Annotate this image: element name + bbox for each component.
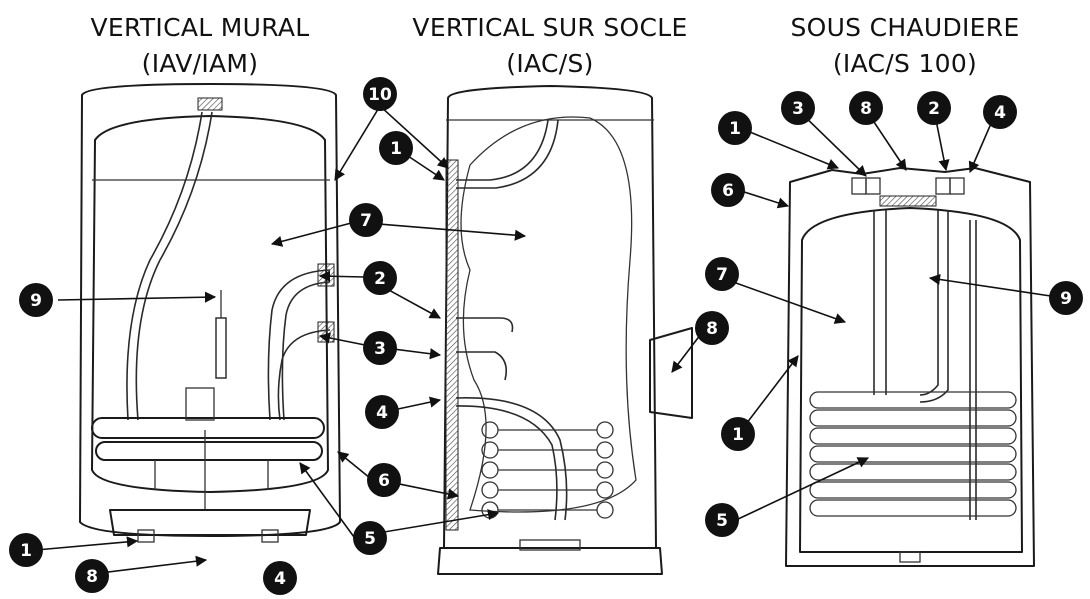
heater-socle xyxy=(437,85,693,575)
callout-badge: 7 xyxy=(349,203,383,237)
title-line1: SOUS CHAUDIERE xyxy=(790,13,1019,42)
svg-text:8: 8 xyxy=(860,99,872,119)
title-line2: (IAC/S) xyxy=(506,49,593,78)
callout-badge: 9 xyxy=(19,283,53,317)
svg-text:7: 7 xyxy=(716,265,728,285)
heater-mural xyxy=(79,83,341,543)
svg-text:5: 5 xyxy=(364,529,376,549)
panel-title-mural: VERTICAL MURAL (IAV/IAM) xyxy=(91,13,310,78)
callouts-socle: 1 4 8 xyxy=(365,131,729,429)
panel-title-chaudiere: SOUS CHAUDIERE (IAC/S 100) xyxy=(790,13,1019,78)
svg-text:8: 8 xyxy=(706,319,718,339)
title-line2: (IAV/IAM) xyxy=(142,49,259,78)
svg-text:1: 1 xyxy=(20,541,32,561)
svg-text:7: 7 xyxy=(360,211,372,231)
callout-badge: 10 xyxy=(363,77,397,111)
callout-badge: 7 xyxy=(705,257,739,291)
svg-text:4: 4 xyxy=(376,403,388,423)
svg-text:6: 6 xyxy=(378,471,390,491)
callout-badge: 6 xyxy=(711,173,745,207)
callout-badge: 1 xyxy=(9,533,43,567)
svg-text:10: 10 xyxy=(368,85,392,105)
callout-badge: 3 xyxy=(363,331,397,365)
callout-badge: 4 xyxy=(263,561,297,595)
callouts-mural: 10 9 7 2 3 6 5 1 8 4 xyxy=(9,77,401,595)
leader-lines xyxy=(35,105,1065,575)
callouts-chaudiere: 1 3 8 2 4 6 7 9 1 5 xyxy=(705,91,1083,537)
svg-text:3: 3 xyxy=(792,99,804,119)
svg-text:9: 9 xyxy=(1060,289,1072,309)
callout-badge: 2 xyxy=(363,261,397,295)
coil-chaudiere xyxy=(809,391,1017,517)
callout-badge: 1 xyxy=(379,131,413,165)
svg-text:1: 1 xyxy=(732,425,744,445)
svg-text:1: 1 xyxy=(729,119,741,139)
svg-text:6: 6 xyxy=(722,181,734,201)
callout-badge: 1 xyxy=(721,417,755,451)
callout-badge: 4 xyxy=(983,95,1017,129)
callout-badge: 1 xyxy=(718,111,752,145)
panel-title-socle: VERTICAL SUR SOCLE (IAC/S) xyxy=(412,13,687,78)
title-line1: VERTICAL SUR SOCLE xyxy=(412,13,687,42)
callout-badge: 5 xyxy=(705,503,739,537)
svg-text:4: 4 xyxy=(994,103,1006,123)
svg-text:1: 1 xyxy=(390,139,402,159)
svg-text:3: 3 xyxy=(374,339,386,359)
callout-badge: 9 xyxy=(1049,281,1083,315)
title-line1: VERTICAL MURAL xyxy=(91,13,310,42)
svg-text:2: 2 xyxy=(928,99,940,119)
callout-badge: 8 xyxy=(695,311,729,345)
callout-badge: 4 xyxy=(365,395,399,429)
title-line2: (IAC/S 100) xyxy=(833,49,977,78)
svg-text:9: 9 xyxy=(30,291,42,311)
callout-badge: 8 xyxy=(75,559,109,593)
svg-text:4: 4 xyxy=(274,569,286,589)
svg-text:5: 5 xyxy=(716,511,728,531)
callout-badge: 2 xyxy=(917,91,951,125)
callout-badge: 8 xyxy=(849,91,883,125)
svg-text:8: 8 xyxy=(86,567,98,587)
callout-badge: 3 xyxy=(781,91,815,125)
callout-badge: 5 xyxy=(353,521,387,555)
heater-chaudiere xyxy=(785,167,1035,567)
callout-badge: 6 xyxy=(367,463,401,497)
svg-text:2: 2 xyxy=(374,269,386,289)
